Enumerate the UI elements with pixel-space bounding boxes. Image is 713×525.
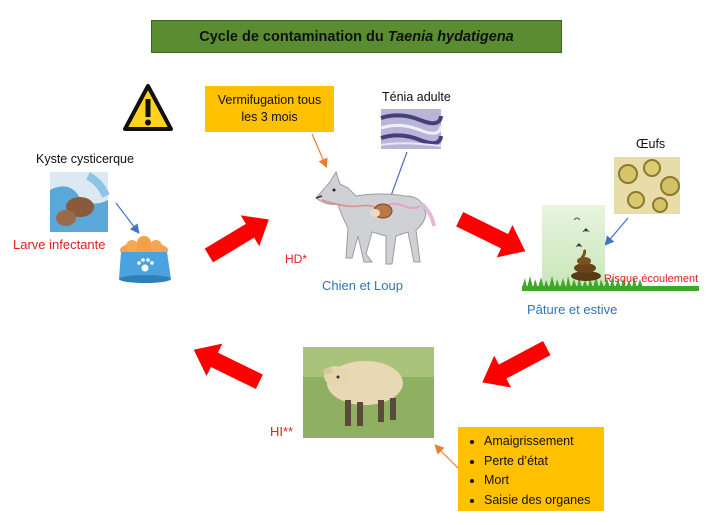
cyst-photo-icon xyxy=(50,172,110,232)
pasture-feces-icon xyxy=(522,205,699,291)
dog-illustration-icon xyxy=(315,170,436,265)
label-hi: HI** xyxy=(270,424,294,439)
symptoms-arrow xyxy=(434,444,459,469)
label-chien: Chien et Loup xyxy=(322,278,403,293)
symptoms-list: Amaigrissement Perte d’état Mort Saisie … xyxy=(468,432,598,510)
cycle-arrow-pasture-to-sheep xyxy=(482,341,551,388)
cyst-to-bowl-arrow xyxy=(115,202,140,234)
symptom-item: Saisie des organes xyxy=(484,491,598,511)
label-kyste: Kyste cysticerque xyxy=(36,152,134,166)
cycle-arrow-bowl-to-dog xyxy=(204,215,269,263)
title-species: Taenia hydatigena xyxy=(387,28,514,45)
label-risque: Risque écoulement xyxy=(604,273,699,285)
warning-icon xyxy=(123,84,173,131)
title-prefix: Cycle de contamination du xyxy=(199,28,384,45)
label-tenia: Ténia adulte xyxy=(382,90,451,104)
vermifugation-arrow xyxy=(311,133,328,169)
symptom-item: Mort xyxy=(484,471,598,491)
label-hd: HD* xyxy=(285,252,308,266)
label-oeufs: Œufs xyxy=(636,137,666,151)
eggs-photo-icon xyxy=(614,157,680,214)
sheep-photo-icon xyxy=(303,347,434,438)
diagram-title: Cycle de contamination du Taenia hydatig… xyxy=(151,20,562,53)
vermifugation-box: Vermifugation tous les 3 mois xyxy=(205,86,334,132)
dog-bowl-icon xyxy=(119,236,171,283)
symptoms-box: Amaigrissement Perte d’état Mort Saisie … xyxy=(458,427,604,511)
label-larve: Larve infectante xyxy=(13,237,106,252)
cycle-arrow-dog-to-pasture xyxy=(456,212,526,258)
symptom-item: Perte d’état xyxy=(484,452,598,472)
symptom-item: Amaigrissement xyxy=(484,432,598,452)
eggs-to-pasture-arrow xyxy=(604,217,629,246)
vermifugation-line1: Vermifugation tous xyxy=(217,93,322,107)
label-paturage: Pâture et estive xyxy=(527,302,618,317)
vermifugation-line2: les 3 mois xyxy=(241,110,298,124)
cycle-arrow-sheep-to-cyst xyxy=(193,343,263,389)
tapeworm-photo-icon xyxy=(380,109,443,149)
